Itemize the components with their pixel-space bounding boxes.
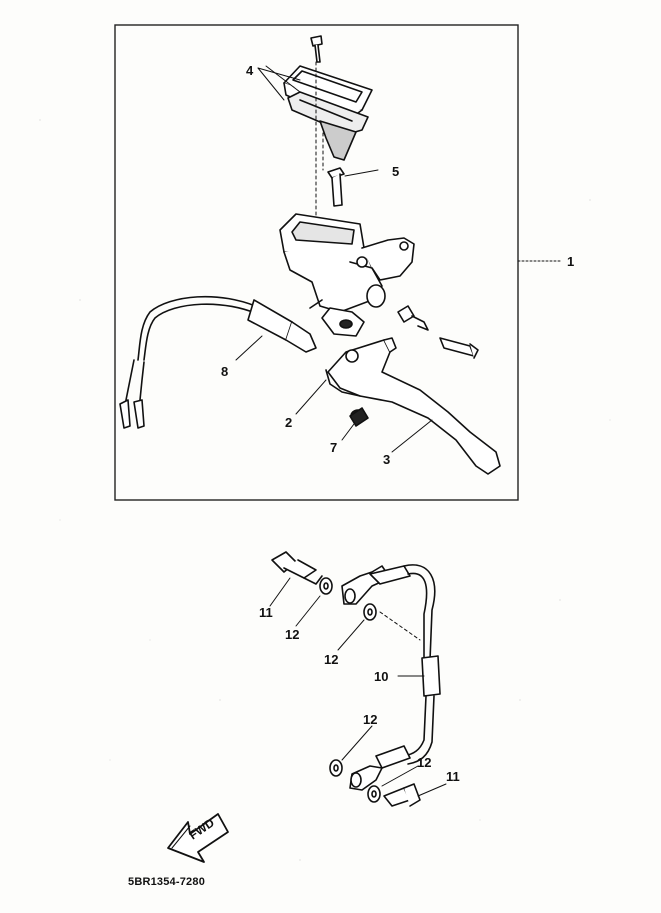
callout-7: 7 (330, 440, 338, 455)
callout-11-upper: 11 (259, 605, 273, 620)
leader-8 (235, 335, 263, 361)
leader-12c (341, 725, 373, 761)
callout-1: 1 (567, 254, 575, 269)
callout-12-upper-b: 12 (324, 652, 339, 667)
copper-washer-lower-1 (329, 759, 343, 777)
brake-hose (403, 564, 441, 765)
leader-4a (257, 67, 301, 81)
switch-cable (119, 295, 317, 429)
callout-12-lower-a: 12 (363, 712, 378, 727)
callout-5: 5 (392, 164, 400, 179)
leader-11a (269, 577, 291, 607)
union-bolt-upper (271, 551, 323, 585)
reservoir-cover (283, 65, 373, 161)
leader-4c (265, 65, 301, 93)
fwd-arrow-icon (167, 813, 229, 863)
callout-8: 8 (221, 364, 229, 379)
copper-washer-upper-1 (319, 577, 333, 595)
leader-12b (337, 619, 365, 651)
copper-washer-upper-2 (363, 603, 377, 621)
leader-5 (344, 169, 379, 177)
leader-12d (381, 765, 419, 787)
master-cylinder-body (279, 213, 415, 337)
leader-2 (295, 379, 327, 415)
banjo-fitting-lower (349, 745, 411, 791)
assembly-frame (114, 24, 519, 501)
leader-4b (257, 67, 285, 101)
copper-washer-lower-2 (367, 785, 381, 803)
paper-speckle (39, 119, 611, 861)
callout-4: 4 (246, 63, 254, 78)
diagram-code: 5BR1354-7280 (128, 876, 206, 888)
pivot-bolt (327, 167, 345, 207)
callout-10: 10 (374, 669, 389, 684)
leader-7 (341, 423, 355, 441)
alignment-line-hose (379, 611, 421, 641)
cover-screw (310, 35, 323, 63)
brake-switch-parts (397, 305, 479, 359)
leader-12a (295, 595, 321, 627)
callout-3: 3 (383, 452, 391, 467)
leader-11b (417, 783, 447, 797)
leader-3 (391, 419, 433, 453)
union-bolt-lower (383, 783, 421, 807)
callout-11-lower: 11 (446, 769, 460, 784)
callout-12-upper-a: 12 (285, 627, 300, 642)
washer-7 (349, 407, 369, 427)
callout-12-lower-b: 12 (417, 755, 432, 770)
callout-2: 2 (285, 415, 293, 430)
banjo-fitting-upper (341, 565, 411, 605)
